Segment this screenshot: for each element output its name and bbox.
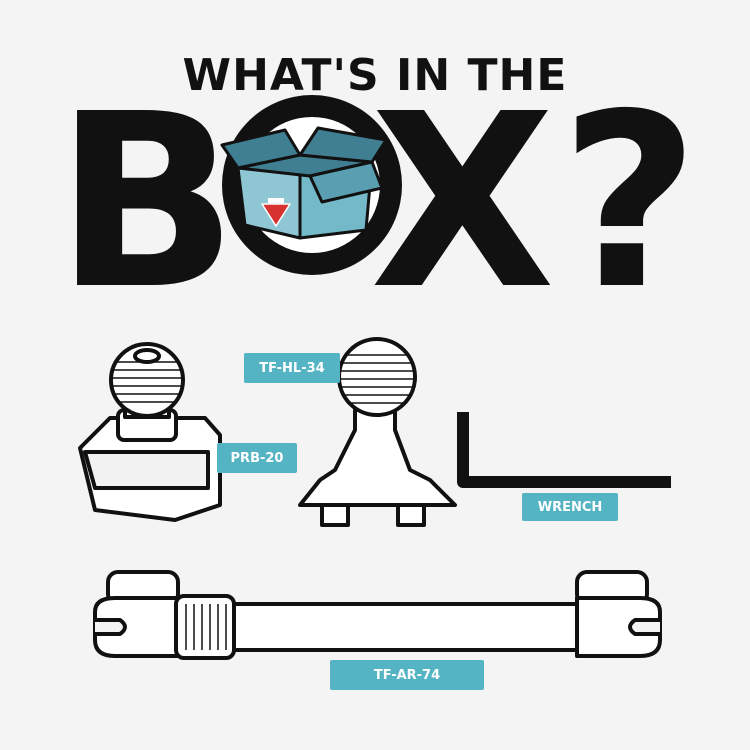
wrench-shape xyxy=(457,412,671,488)
tag-tf-hl-34: TF-HL-34 xyxy=(244,353,340,383)
box-icon xyxy=(220,126,388,240)
tag-tf-ar-74: TF-AR-74 xyxy=(330,660,484,690)
headline-letter-x: X xyxy=(370,62,556,342)
tag-wrench: WRENCH xyxy=(522,493,618,521)
tf-hl-34-mount xyxy=(298,337,457,527)
headline-top-line: WHAT'S IN THE xyxy=(182,50,568,101)
headline-question-mark: ? xyxy=(560,62,700,342)
tag-prb-20: PRB-20 xyxy=(217,443,297,473)
tf-ar-74-arm xyxy=(93,570,662,660)
headline-letter-b: B xyxy=(55,62,238,342)
prb-20-mount xyxy=(78,342,222,522)
